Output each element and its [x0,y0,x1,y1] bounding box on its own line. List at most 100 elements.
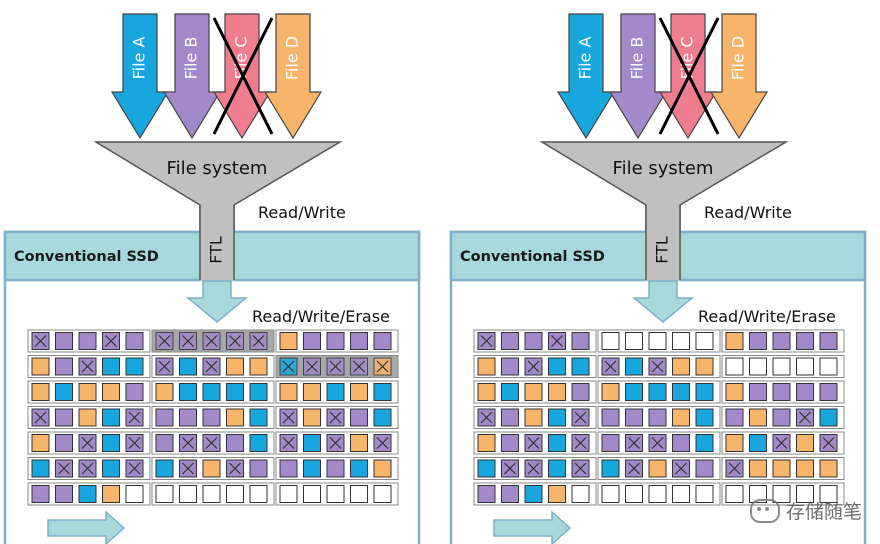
ftl-label: FTL [653,236,672,264]
flash-page [326,383,345,401]
flash-page [725,383,744,401]
invalid-mark [282,411,295,424]
flash-page [571,485,590,503]
flash-page [279,459,298,478]
invalid-mark [282,360,295,373]
invalid-mark [675,462,687,475]
flash-page [672,485,690,503]
flash-page [102,357,120,376]
flash-page [796,434,814,452]
read-write-erase-label: Read/Write/Erase [252,307,390,326]
invalid-mark [105,335,117,347]
flash-page [548,485,566,503]
flash-page [571,332,590,350]
flash-page [249,434,268,452]
invalid-mark [282,437,295,449]
flash-page [226,485,244,503]
flash-page [249,408,268,427]
flash-page [55,485,73,503]
flash-page [725,485,744,503]
invalid-mark [353,360,365,373]
invalid-mark [306,360,318,373]
flash-page [725,332,744,350]
cross-line [658,17,720,135]
flash-page [249,485,268,503]
invalid-mark [81,462,94,475]
flash-page [249,357,268,376]
flash-page [725,408,744,427]
invalid-mark [205,335,218,347]
file-arrow [608,13,668,140]
flash-page [350,383,368,401]
invalid-mark [628,437,640,449]
invalid-mark [81,437,94,449]
flash-page [125,357,144,376]
flash-page [373,485,392,503]
read-write-label: Read/Write [258,203,346,222]
flash-page [202,459,221,478]
ftl-stem [200,205,234,281]
flash-page [648,485,667,503]
flash-page [625,383,643,401]
flash-page [31,357,50,376]
invalid-mark [158,335,171,347]
invalid-mark [551,335,563,347]
flash-page [648,408,667,427]
invalid-mark [182,335,194,347]
flash-page [749,357,767,376]
chat-icon [749,498,780,523]
flash-page [350,485,368,503]
flash-page [648,459,667,478]
invalid-mark [329,360,342,373]
flash-page [749,383,767,401]
flash-page [202,383,221,401]
invalid-mark [604,360,617,373]
flash-page [350,408,368,427]
flash-page [179,383,197,401]
flash-page [695,357,714,376]
flash-page [55,332,73,350]
flash-page [55,383,73,401]
flash-page [625,408,643,427]
flash-page [55,434,73,452]
bottom-arrow [47,510,126,544]
invalid-mark [128,462,141,475]
ftl-down-arrow [185,280,249,323]
flash-page [226,383,244,401]
bottom-arrow [493,510,572,544]
invalid-mark [252,335,265,347]
flash-page [78,383,97,401]
flash-page [695,383,714,401]
flash-page [672,357,690,376]
file-label: File A [130,37,149,80]
file-arrow [556,13,616,140]
flash-page [772,357,791,376]
flash-page [477,357,496,376]
invalid-mark [651,437,664,449]
cross-line [212,17,274,135]
flash-page [548,408,566,427]
flash-page [125,383,144,401]
flash-page [749,332,767,350]
flash-page [303,434,321,452]
invalid-mark [527,462,540,475]
invalid-mark [376,437,389,449]
flash-page [303,383,321,401]
flash-page [202,485,221,503]
flash-page [249,459,268,478]
flash-page [155,408,174,427]
invalid-mark [182,437,194,449]
invalid-mark [574,462,587,475]
flash-page [796,357,814,376]
flash-page [819,459,838,478]
flash-page [819,383,838,401]
flash-page [303,408,321,427]
invalid-mark [128,411,141,424]
flash-page [672,434,690,452]
invalid-mark [480,411,493,424]
flash-page [373,332,392,350]
file-label: File B [628,37,647,80]
file-arrow [162,13,222,140]
